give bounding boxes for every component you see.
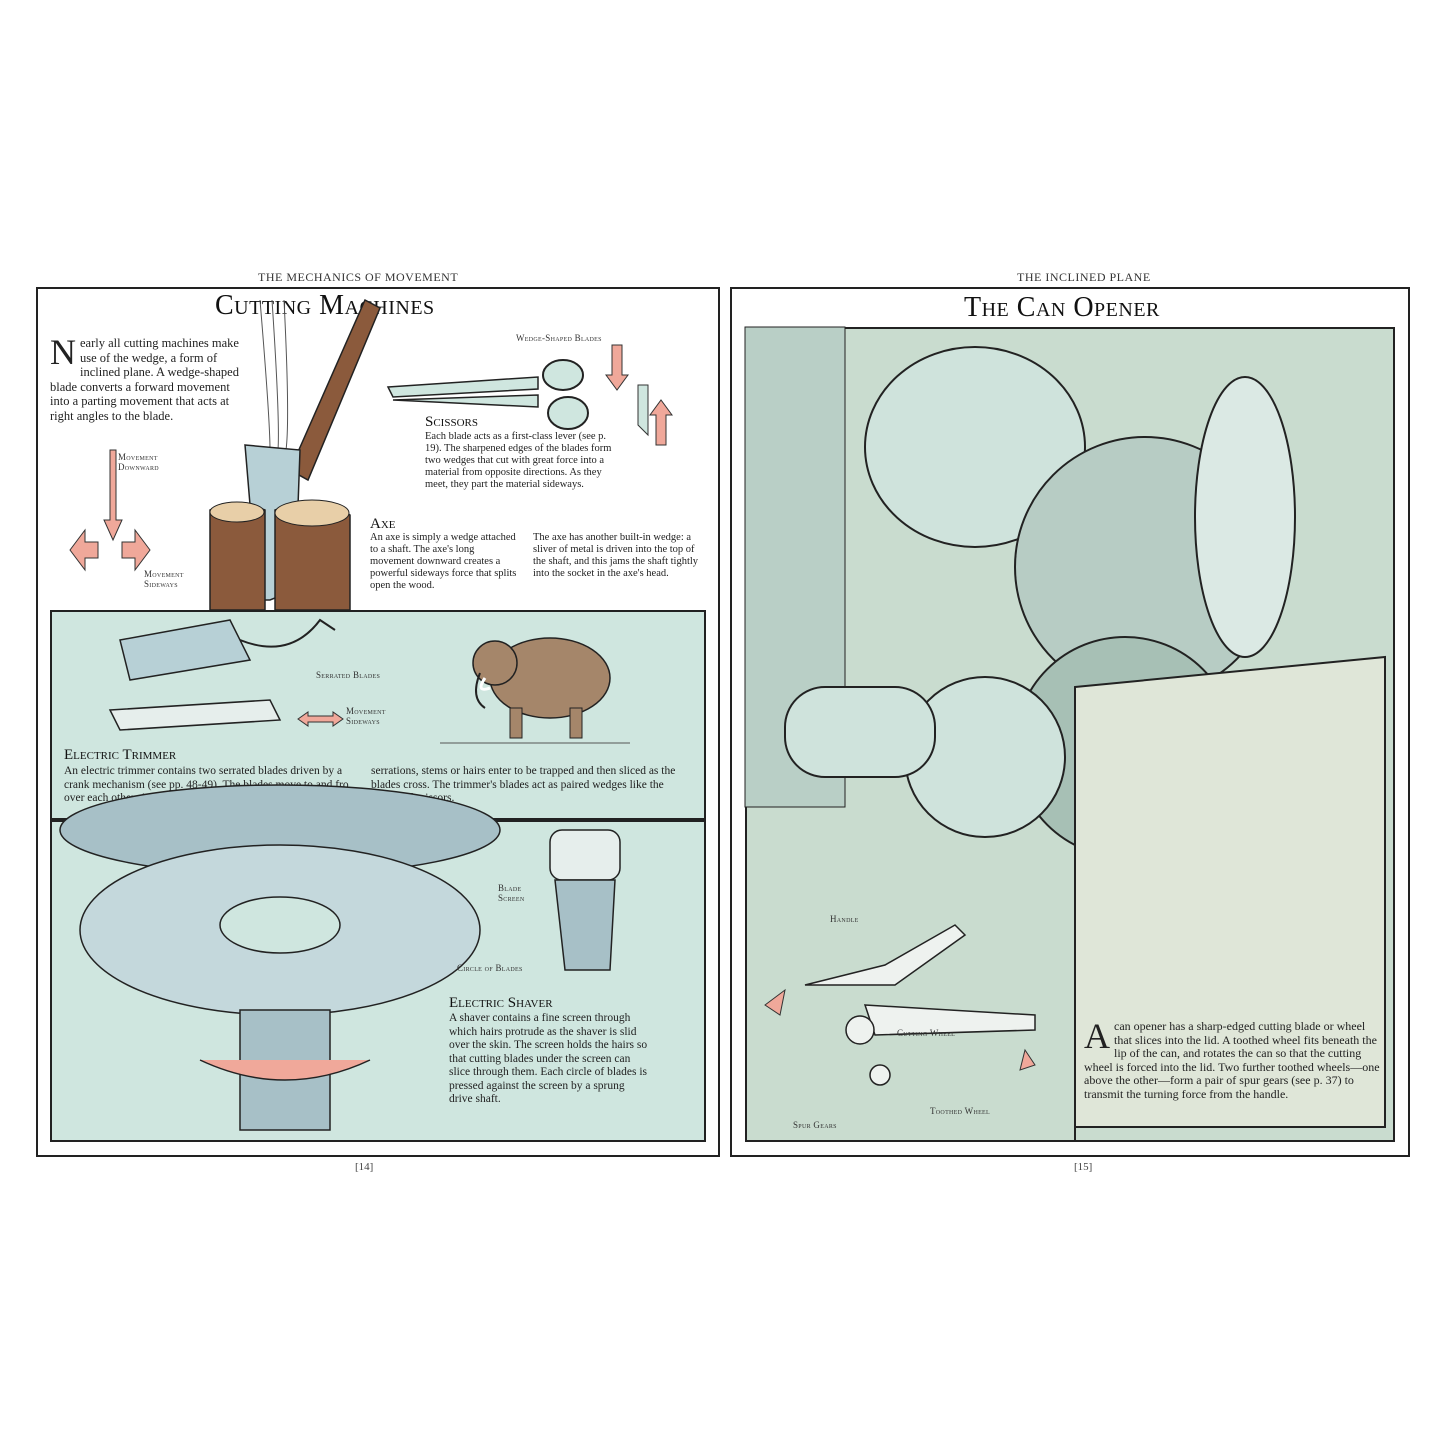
mammoth-illustration	[440, 637, 630, 744]
can-opener-gears-illustration	[744, 326, 1386, 1142]
caption-dropcap: A	[1084, 1016, 1110, 1056]
label-spur-gears: Spur Gears	[793, 1120, 837, 1130]
axe-movement-arrows	[69, 449, 151, 572]
label-cutting-wheel: Cutting Wheel	[897, 1028, 956, 1038]
right-page-number: [15]	[1074, 1161, 1093, 1173]
intro-text: early all cutting machines make use of t…	[50, 336, 239, 423]
scissors-illustration	[386, 359, 589, 430]
shaver-illustration	[59, 784, 501, 1131]
trimmer-illustration	[108, 618, 336, 731]
right-running-head: The Inclined Plane	[1017, 270, 1151, 284]
blade-wedge-arrows	[605, 344, 673, 446]
trimmer-heading: Electric Trimmer	[64, 747, 177, 763]
shaver-text: A shaver contains a fine screen through …	[449, 1012, 648, 1105]
left-page-number: [14]	[355, 1161, 374, 1173]
axe-heading: Axe	[370, 516, 396, 532]
label-movement-sideways-trimmer: Movement Sideways	[346, 706, 386, 726]
left-page-frame	[36, 287, 720, 1157]
label-movement-downward: Movement Downward	[118, 452, 159, 472]
can-opener-caption: A can opener has a sharp-edged cutting b…	[1084, 1016, 1384, 1101]
small-can-opener-diagram	[764, 924, 1036, 1086]
label-movement-sideways: Movement Sideways	[144, 569, 184, 589]
left-running-head: The Mechanics of Movement	[258, 270, 459, 284]
label-wedge-shaped-blades: Wedge-Shaped Blades	[516, 333, 602, 343]
left-page-title: Cutting Machines	[215, 290, 435, 321]
axe-illustration	[209, 298, 381, 611]
trimmer-arrow	[297, 711, 344, 727]
scissors-text: Each blade acts as a first-class lever (…	[425, 431, 612, 490]
shaver-device-illustration	[549, 829, 621, 971]
label-serrated-blades: Serrated Blades	[316, 670, 381, 680]
shaver-heading: Electric Shaver	[449, 995, 553, 1011]
right-page-title: The Can Opener	[964, 292, 1160, 323]
label-circle-of-blades: Circle of Blades	[457, 963, 523, 973]
scissors-heading: Scissors	[425, 414, 478, 430]
caption-text: can opener has a sharp-edged cutting bla…	[1084, 1019, 1380, 1101]
label-handle: Handle	[830, 914, 859, 924]
label-blade-screen: Blade Screen	[498, 883, 525, 903]
axe-text-2: The axe has another built-in wedge: a sl…	[533, 532, 699, 579]
axe-text-1: An axe is simply a wedge attached to a s…	[370, 532, 517, 591]
label-toothed-wheel: Toothed Wheel	[930, 1106, 990, 1116]
intro-dropcap: N	[50, 332, 76, 372]
right-page-frame	[730, 287, 1410, 1157]
